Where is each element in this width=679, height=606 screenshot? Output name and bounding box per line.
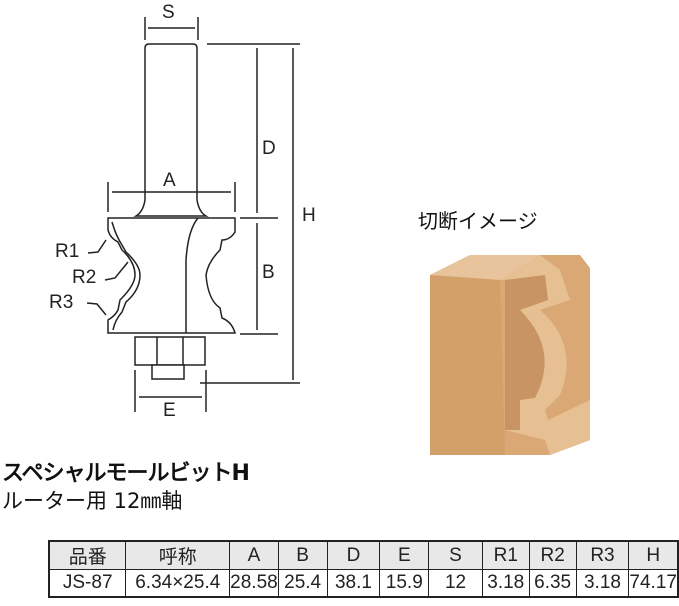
cell: 6.34×25.4 bbox=[125, 569, 231, 598]
header-cell: H bbox=[628, 540, 679, 570]
cell: 38.1 bbox=[326, 569, 381, 598]
product-name: スペシャルモールビットH bbox=[2, 461, 250, 486]
cell: 15.9 bbox=[379, 569, 430, 598]
label-r3: R3 bbox=[49, 292, 74, 313]
header-cell: D bbox=[326, 540, 381, 570]
table-row: JS-87 6.34×25.4 28.58 25.4 38.1 15.9 12 … bbox=[48, 569, 679, 598]
product-subtitle: ルーター用 12㎜軸 bbox=[2, 489, 183, 513]
header-cell: E bbox=[379, 540, 430, 570]
header-cell: B bbox=[277, 540, 328, 570]
cut-image-title: 切断イメージ bbox=[418, 209, 538, 233]
header-cell: S bbox=[428, 540, 483, 570]
table-header-row: 品番 呼称 A B D E S R1 R2 R3 H bbox=[48, 540, 679, 570]
label-e: E bbox=[163, 400, 176, 421]
cell: 25.4 bbox=[277, 569, 328, 598]
header-cell: R2 bbox=[528, 540, 577, 570]
header-cell: R1 bbox=[481, 540, 530, 570]
cell: 74.17 bbox=[628, 569, 679, 598]
cell: 6.35 bbox=[528, 569, 577, 598]
cell: 3.18 bbox=[481, 569, 530, 598]
label-r1: R1 bbox=[55, 241, 80, 262]
label-h: H bbox=[302, 205, 316, 226]
header-cell: 呼称 bbox=[125, 540, 231, 570]
cell: 3.18 bbox=[575, 569, 630, 598]
spec-table: 品番 呼称 A B D E S R1 R2 R3 H JS-87 6.34×25… bbox=[48, 540, 679, 598]
label-b: B bbox=[262, 262, 275, 283]
cell: 12 bbox=[428, 569, 483, 598]
label-d: D bbox=[262, 138, 276, 159]
label-s: S bbox=[162, 2, 175, 23]
label-r2: R2 bbox=[72, 267, 97, 288]
header-cell: R3 bbox=[575, 540, 630, 570]
cell: 28.58 bbox=[229, 569, 279, 598]
header-cell: 品番 bbox=[48, 540, 127, 570]
label-a: A bbox=[163, 170, 176, 191]
cut-profile-image bbox=[430, 255, 590, 455]
header-cell: A bbox=[229, 540, 279, 570]
cell: JS-87 bbox=[48, 569, 127, 598]
